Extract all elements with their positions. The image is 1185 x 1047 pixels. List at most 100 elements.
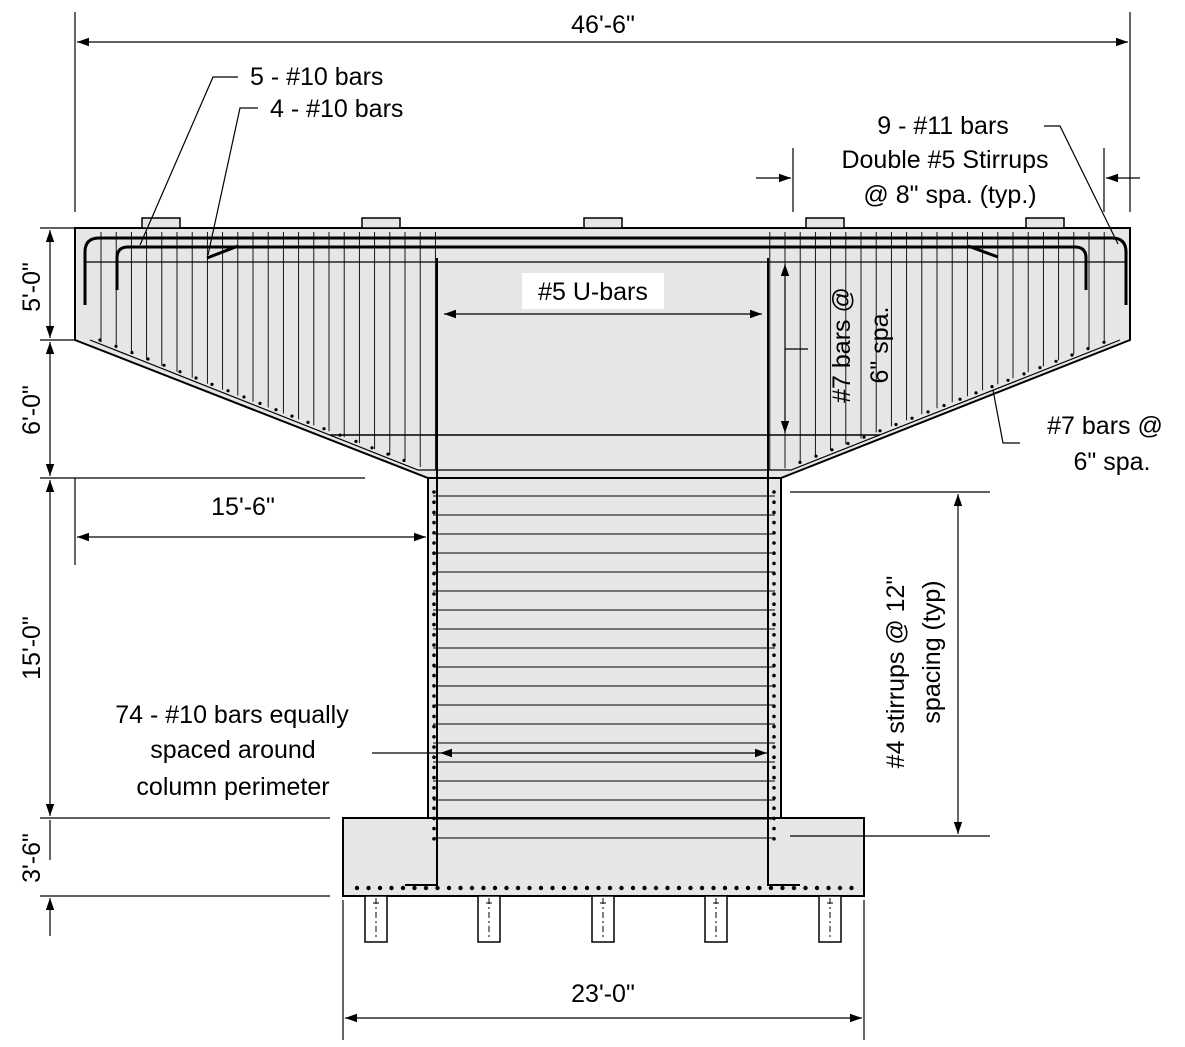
column-bar-dot: [432, 704, 436, 708]
column-bar-dot: [432, 684, 436, 688]
column-bar-dot: [772, 755, 776, 759]
column-bar-dot: [432, 510, 436, 515]
bearing-pad-4: [805, 217, 845, 229]
footing-bar-dot: [607, 885, 613, 891]
column-bar-dot: [432, 765, 436, 770]
column-bar-dot: [432, 561, 436, 566]
column-bar-dot: [432, 694, 436, 698]
sloped-bar-dot: [370, 446, 374, 450]
footing-bar-dot: [458, 885, 463, 891]
sloped-bar-dot: [1022, 372, 1026, 376]
column-bar-dot: [772, 663, 776, 668]
column-bar-dot: [432, 714, 436, 719]
footing-bar-dot: [584, 885, 590, 891]
sloped-bar-dot: [990, 385, 994, 389]
sloped-bar-dot: [814, 454, 818, 458]
pile: [704, 895, 728, 943]
column-bar-dot: [432, 724, 436, 729]
footing-bar-dot: [688, 885, 693, 891]
footing-bar-dot: [446, 885, 452, 891]
sloped-bar-dot: [910, 416, 914, 420]
column-bar-dot: [772, 735, 776, 739]
label-column-bars-line3: column perimeter: [136, 773, 329, 801]
cap-top-bar-outer: [83, 236, 1128, 305]
sloped-bar-dot: [974, 391, 978, 395]
label-column-stirrups-line1: #4 stirrups @ 12": [882, 576, 910, 769]
column-bar-dot: [772, 816, 776, 821]
column-bar-dot: [772, 704, 776, 708]
cap-sloped-bar-dots: [98, 338, 1106, 464]
column-bar-dot: [772, 765, 776, 770]
column-bar-dot: [772, 510, 776, 515]
sloped-bar-dot: [386, 452, 390, 456]
footing-bar-dot: [561, 885, 567, 891]
column-bar-dots: [432, 490, 776, 841]
column-bar-dot: [772, 786, 776, 790]
column-bar-dot: [432, 541, 436, 545]
cap-sloped-bar: [89, 339, 1121, 471]
column-bar-dot: [432, 673, 436, 678]
sloped-bar-dot: [146, 357, 150, 361]
column-bar-dot: [432, 653, 436, 657]
column-bar-dot: [772, 592, 776, 596]
column-bar-dot: [432, 531, 436, 535]
sloped-bar-dot: [1006, 378, 1010, 382]
column-bar-dot: [432, 520, 436, 525]
footing-bar-dot: [711, 885, 716, 891]
footing-bar-dot: [722, 885, 728, 891]
label-side-bars-line1: #7 bars @: [828, 287, 856, 403]
column-bar-dot: [772, 837, 776, 841]
column-bar-dot: [772, 622, 776, 627]
footing-bar-dot: [400, 885, 406, 891]
piles: [364, 895, 842, 943]
bent-cap-outline: [74, 227, 1131, 479]
cap-stirrups: [100, 232, 1105, 470]
sloped-bar-dot: [274, 408, 278, 412]
footing-bar-dot: [768, 885, 774, 891]
sloped-bar-dot: [242, 395, 246, 399]
sloped-bar-dot: [1102, 340, 1106, 344]
column-bar-dot: [772, 653, 776, 657]
footing-bar-dot: [469, 885, 475, 891]
column-bar-dot: [432, 622, 436, 627]
column-bar-dot: [772, 694, 776, 698]
column-bar-dot: [432, 745, 436, 749]
footing-bar-dot: [515, 885, 521, 891]
footing-bar-dot: [837, 885, 843, 891]
sloped-bar-dot: [926, 410, 930, 414]
sloped-bar-dot: [306, 420, 310, 424]
column-bar-dot: [772, 571, 776, 576]
dimension-lines: [40, 12, 1140, 1040]
footing-bar-dot: [745, 885, 751, 891]
column-bar-dot: [772, 602, 776, 606]
label-top-bars-a: 5 - #10 bars: [250, 63, 383, 91]
footing-bar-dot: [423, 885, 429, 891]
sloped-bar-dot: [958, 397, 962, 401]
sloped-bar-dot: [862, 435, 866, 439]
footing-bar-dot: [653, 885, 659, 891]
footing-bar-dot: [377, 885, 383, 891]
sloped-bar-dot: [194, 376, 198, 380]
sloped-bar-dot: [1038, 366, 1042, 370]
column-bar-dot: [772, 531, 776, 535]
footing-bar-dot: [504, 885, 509, 891]
footing-bar-dot: [642, 885, 647, 891]
label-top-bars-c: 9 - #11 bars: [877, 112, 1009, 140]
column-ties: [433, 495, 775, 839]
bearing-pad-1: [141, 217, 181, 229]
sloped-bar-dot: [1054, 359, 1058, 363]
column-bar-dot: [772, 500, 776, 505]
footing-bar-dot: [826, 885, 831, 891]
footing-bar-dot: [481, 885, 486, 891]
footing-bar-dot: [354, 885, 360, 891]
cutoff-bar-left: [206, 244, 239, 260]
footing-bar-dot: [527, 885, 532, 891]
column-bar-dot: [772, 520, 776, 525]
footing-bar-dot: [492, 885, 498, 891]
u-bars-label-bg: [522, 273, 664, 309]
column-bar-dot: [432, 582, 436, 586]
u-bar-right: [767, 258, 800, 886]
sloped-bar-dot: [178, 370, 182, 374]
dim-cantilever-length: 15'-6": [211, 493, 275, 521]
label-side-bars-line2: 6" spa.: [866, 307, 894, 384]
